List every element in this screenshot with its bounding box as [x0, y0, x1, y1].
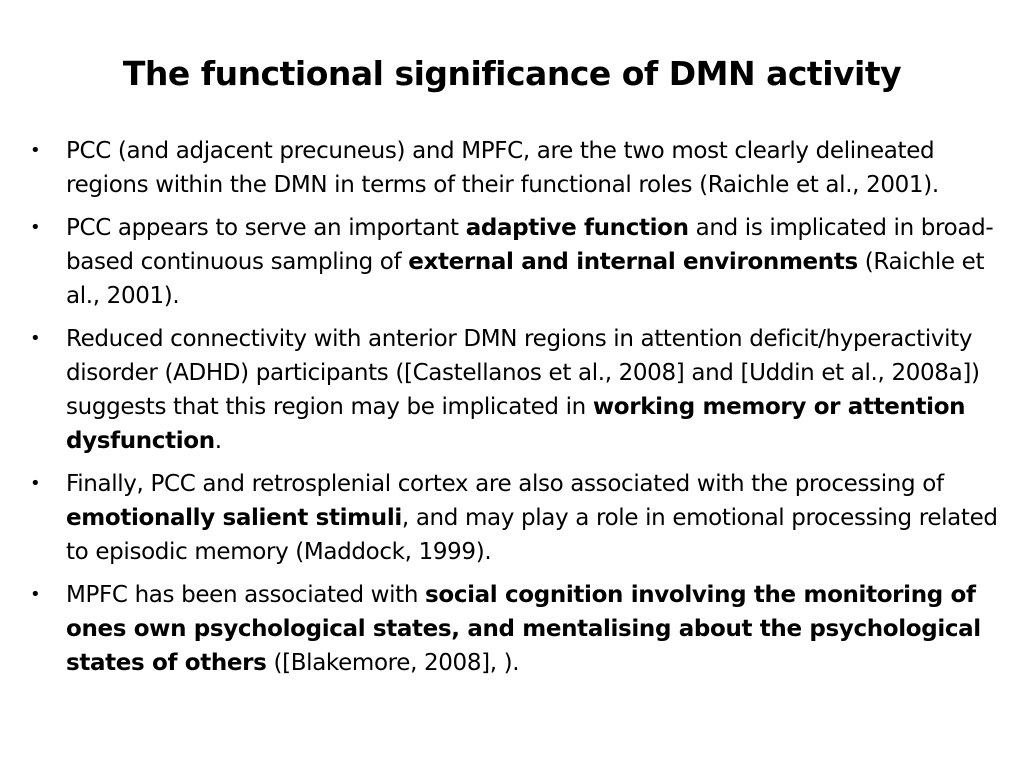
bullet-text-segment: Finally, PCC and retrosplenial cortex ar… — [66, 471, 944, 497]
bullet-dot-icon: • — [30, 140, 41, 161]
bullet-text: Reduced connectivity with anterior DMN r… — [66, 326, 980, 454]
bullet-text-segment: PCC (and adjacent precuneus) and MPFC, a… — [66, 138, 939, 198]
bullet-text-segment: (Raichle et al., 2001). — [66, 249, 985, 309]
bullet-text-segment: PCC appears to serve an important — [66, 215, 466, 241]
bullet-dot-icon: • — [30, 584, 41, 605]
bullet-item: • Finally, PCC and retrosplenial cortex … — [26, 467, 1011, 569]
bullet-dot-icon: • — [30, 473, 41, 494]
bullet-item: • PCC (and adjacent precuneus) and MPFC,… — [26, 134, 1011, 202]
slide-title: The functional significance of DMN activ… — [122, 54, 902, 93]
bullet-item: • PCC appears to serve an important adap… — [26, 211, 1011, 313]
bullet-text-segment: MPFC has been associated with — [66, 582, 426, 608]
bullet-list: • PCC (and adjacent precuneus) and MPFC,… — [26, 134, 1011, 689]
bullet-text-segment: and is implicated in broad-based continu… — [66, 215, 994, 275]
bullet-text-segment: ([Blakemore, 2008], ). — [266, 650, 520, 676]
bullet-text-segment: . — [214, 428, 222, 454]
bullet-emphasis: external and internal environments — [408, 249, 858, 275]
bullet-text-segment: Reduced connectivity with anterior DMN r… — [66, 326, 980, 420]
bullet-emphasis: social cognition involving the monitorin… — [66, 582, 981, 676]
bullet-text: PCC (and adjacent precuneus) and MPFC, a… — [66, 138, 939, 198]
bullet-emphasis: emotionally salient stimuli — [66, 505, 402, 531]
bullet-item: • Reduced connectivity with anterior DMN… — [26, 322, 1011, 458]
bullet-text: Finally, PCC and retrosplenial cortex ar… — [66, 471, 998, 565]
bullet-text-segment: , and may play a role in emotional proce… — [66, 505, 998, 565]
bullet-dot-icon: • — [30, 328, 41, 349]
bullet-dot-icon: • — [30, 217, 41, 238]
bullet-text: PCC appears to serve an important adapti… — [66, 215, 994, 309]
bullet-item: • MPFC has been associated with social c… — [26, 578, 1011, 680]
bullet-emphasis: working memory or attention dysfunction — [66, 394, 966, 454]
bullet-text: MPFC has been associated with social cog… — [66, 582, 981, 676]
bullet-emphasis: adaptive function — [465, 215, 689, 241]
